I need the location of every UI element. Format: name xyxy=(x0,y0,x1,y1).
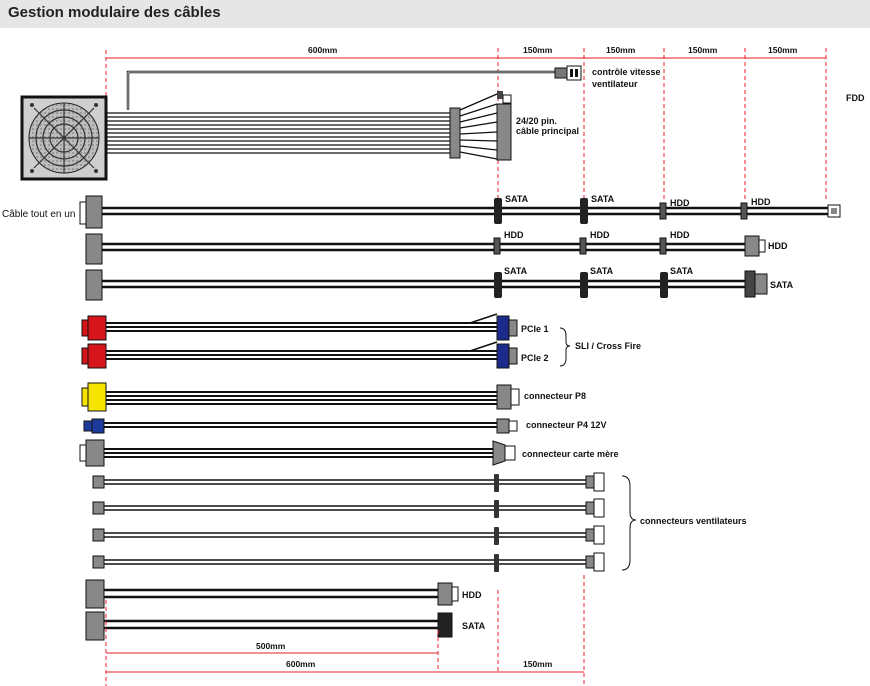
aio-sata-2: SATA xyxy=(591,194,615,204)
cable-sata xyxy=(85,269,768,301)
main-cable-label-2: câble principal xyxy=(516,126,579,136)
dim-top-150-2: 150mm xyxy=(606,45,636,55)
bottom-hdd-label: HDD xyxy=(462,590,482,600)
sata-row-sata-1: SATA xyxy=(504,266,528,276)
aio-sata-1: SATA xyxy=(505,194,529,204)
dim-top-150-1: 150mm xyxy=(523,45,553,55)
cable-hdd xyxy=(85,233,766,265)
bottom-dimension-lines xyxy=(105,575,585,686)
sata-row-sata-3: SATA xyxy=(670,266,694,276)
dim-top-150-3: 150mm xyxy=(688,45,718,55)
psu-unit xyxy=(20,95,108,181)
fan-speed-label-1: contrôle vitesse xyxy=(592,67,661,77)
main-cable-label-1: 24/20 pin. xyxy=(516,116,557,126)
motherboard-label: connecteur carte mère xyxy=(522,449,619,459)
all-in-one-cable-label: Câble tout en un xyxy=(2,209,75,220)
fan-speed-label-2: ventilateur xyxy=(592,79,638,89)
sli-crossfire-label: SLI / Cross Fire xyxy=(575,341,641,351)
dim-top-600: 600mm xyxy=(308,45,338,55)
fan-brace xyxy=(621,475,637,571)
aio-hdd-2: HDD xyxy=(751,197,771,207)
pcie1-label: PCIe 1 xyxy=(521,324,549,334)
sata-row-sata-2: SATA xyxy=(590,266,614,276)
fan-connectors-label: connecteurs ventilateurs xyxy=(640,516,747,526)
cable-p4 xyxy=(83,418,518,434)
fdd-label: FDD xyxy=(846,93,865,103)
top-dimension-lines xyxy=(105,48,827,200)
main-cable xyxy=(106,91,512,161)
hdd-row-hdd-4: HDD xyxy=(768,241,788,251)
aio-hdd-1: HDD xyxy=(670,198,690,208)
cable-fan-3 xyxy=(92,525,605,545)
title-bar: Gestion modulaire des câbles xyxy=(0,0,870,28)
p4-label: connecteur P4 12V xyxy=(526,420,607,430)
bottom-sata-label: SATA xyxy=(462,621,486,631)
cable-bottom-sata xyxy=(85,611,453,641)
sli-brace xyxy=(559,327,571,367)
cable-fan-1 xyxy=(92,472,605,492)
pcie2-label: PCIe 2 xyxy=(521,353,549,363)
hdd-row-hdd-1: HDD xyxy=(504,230,524,240)
cable-all-in-one xyxy=(79,195,841,229)
cable-motherboard xyxy=(79,439,516,467)
page-title: Gestion modulaire des câbles xyxy=(8,4,221,21)
cable-fan-2 xyxy=(92,498,605,518)
sata-row-sata-4: SATA xyxy=(770,280,794,290)
cable-p8 xyxy=(81,382,520,412)
dim-top-150-4: 150mm xyxy=(768,45,798,55)
fan-speed-cable xyxy=(126,65,582,110)
hdd-row-hdd-3: HDD xyxy=(670,230,690,240)
cable-fan-4 xyxy=(92,552,605,572)
dim-bottom-500: 500mm xyxy=(256,641,286,651)
p8-label: connecteur P8 xyxy=(524,391,586,401)
dim-bottom-150: 150mm xyxy=(523,659,553,669)
cable-pcie-2 xyxy=(81,341,518,369)
dim-bottom-600: 600mm xyxy=(286,659,316,669)
hdd-row-hdd-2: HDD xyxy=(590,230,610,240)
cable-pcie-1 xyxy=(81,313,518,341)
cable-bottom-hdd xyxy=(85,579,459,609)
